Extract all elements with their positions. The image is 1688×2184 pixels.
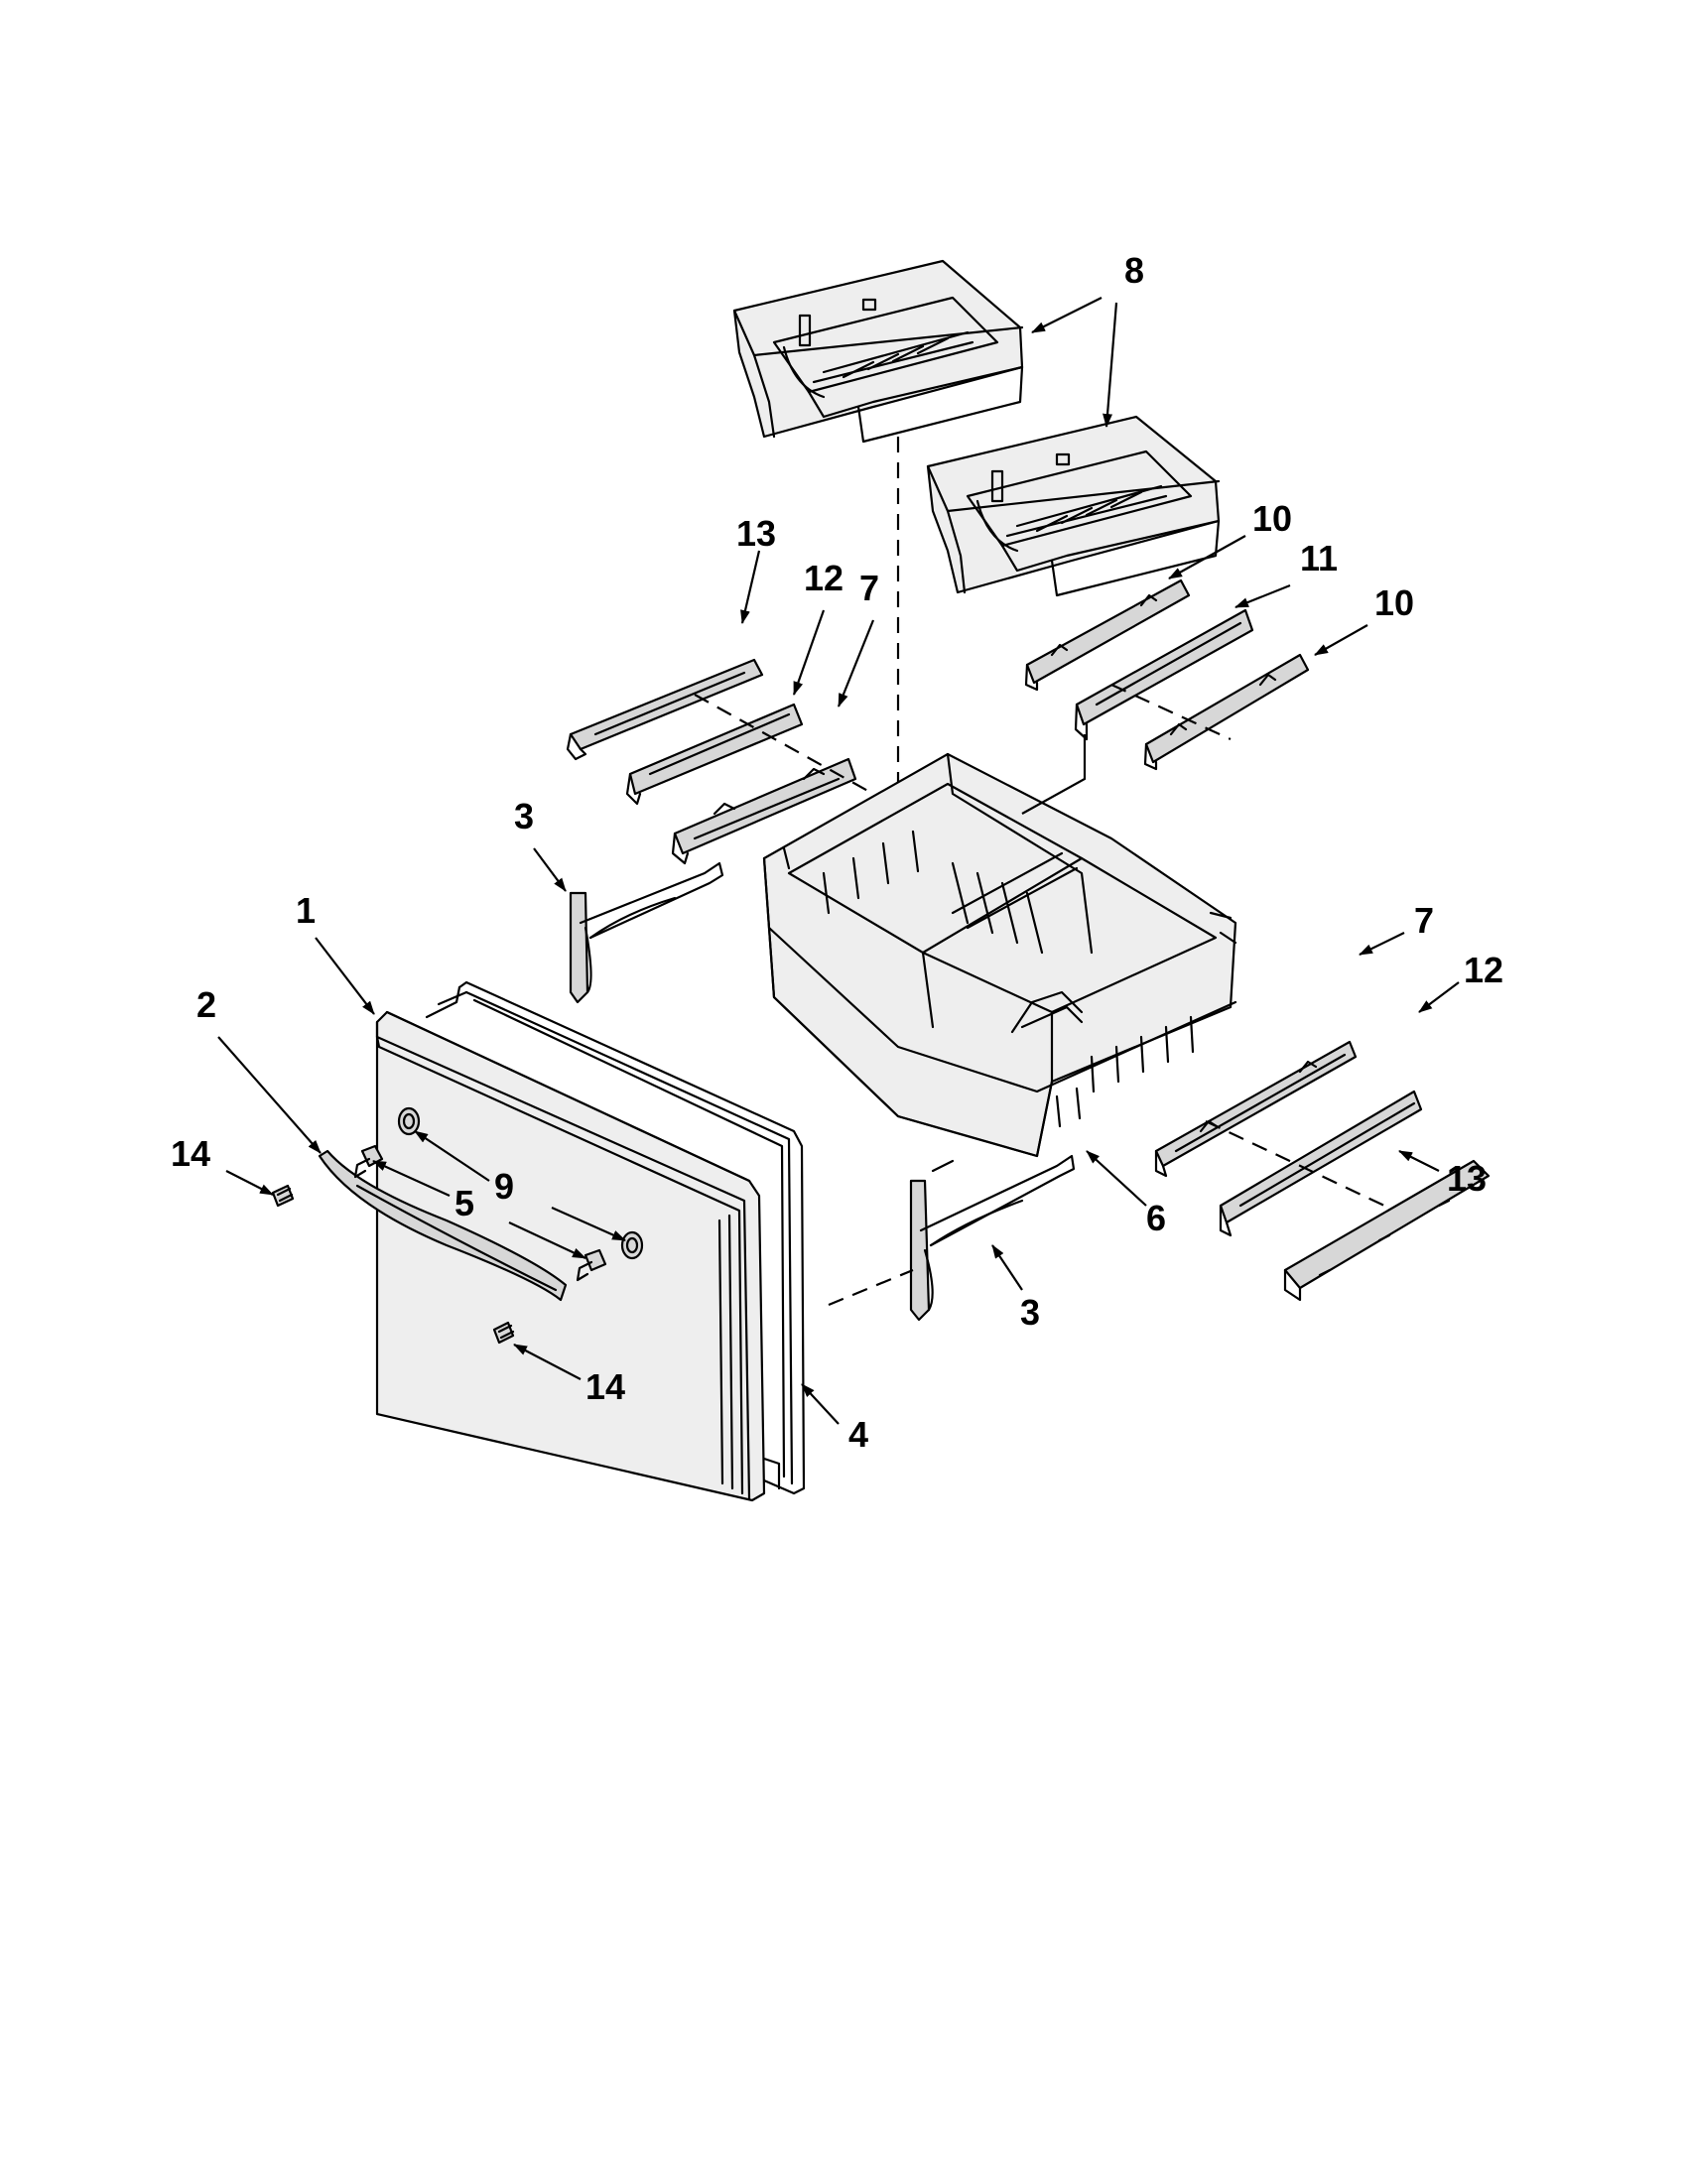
callout-1: 1 [296, 890, 316, 931]
part-4-door-gasket [425, 980, 806, 1495]
part-14-setscrew-left [271, 1184, 295, 1208]
part-13-rail-left [566, 658, 764, 761]
callout-13-right: 13 [1447, 1158, 1487, 1199]
callout-8: 8 [1124, 250, 1144, 291]
part-3-bracket-lower [909, 1154, 1076, 1322]
dashed-guide-bracket [828, 1268, 914, 1307]
callout-13-left: 13 [736, 513, 776, 554]
leader-lines [217, 297, 1460, 1425]
part-13-rail-right [1283, 1159, 1491, 1302]
part-5-screw-lower [576, 1248, 607, 1282]
part-12-rail-right [1219, 1090, 1423, 1237]
part-14-setscrew-right [492, 1321, 515, 1345]
callout-6: 6 [1146, 1198, 1166, 1238]
part-11-rail-center [1074, 608, 1254, 741]
part-1-door-panel [375, 1010, 781, 1502]
callout-10-lower: 10 [1374, 582, 1414, 623]
part-2-door-handle [318, 1149, 568, 1302]
callout-7-left: 7 [859, 568, 879, 608]
callout-11: 11 [1300, 538, 1338, 578]
callout-2: 2 [196, 984, 216, 1025]
dashed-guide-left-rails [694, 694, 874, 795]
part-12-rail-left [625, 703, 804, 806]
part-8-basket-lower [926, 415, 1221, 597]
dashed-guide-right-lower-rails [1205, 1120, 1385, 1207]
part-3-bracket-upper [569, 861, 724, 1004]
callout-14-left: 14 [171, 1133, 210, 1174]
callout-12-left: 12 [804, 558, 844, 598]
dashed-guide-right-rails [1110, 684, 1232, 740]
callout-9: 9 [494, 1166, 514, 1207]
guide-line-11 [1021, 734, 1087, 815]
callout-10-upper: 10 [1252, 498, 1292, 539]
callout-14-right: 14 [585, 1366, 625, 1407]
part-8-basket-upper [732, 259, 1024, 444]
callout-5: 5 [454, 1183, 474, 1223]
callout-labels: 8 13 12 7 10 11 10 3 1 2 14 9 5 14 4 3 6… [171, 250, 1503, 1455]
part-7-rail-right [1154, 1040, 1358, 1178]
callout-3-lower: 3 [1020, 1292, 1040, 1333]
callout-12-right: 12 [1464, 950, 1503, 990]
callout-7-right: 7 [1414, 900, 1434, 941]
part-9-stud-lower [620, 1230, 644, 1260]
part-7-rail-left [671, 757, 857, 865]
callout-3-upper: 3 [514, 796, 534, 836]
callout-4: 4 [848, 1414, 868, 1455]
part-10-rail-lower [1143, 653, 1310, 771]
part-10-rail-upper [1024, 578, 1191, 692]
part-6-crisper-bin [762, 752, 1237, 1173]
part-9-stud-upper [397, 1106, 421, 1136]
